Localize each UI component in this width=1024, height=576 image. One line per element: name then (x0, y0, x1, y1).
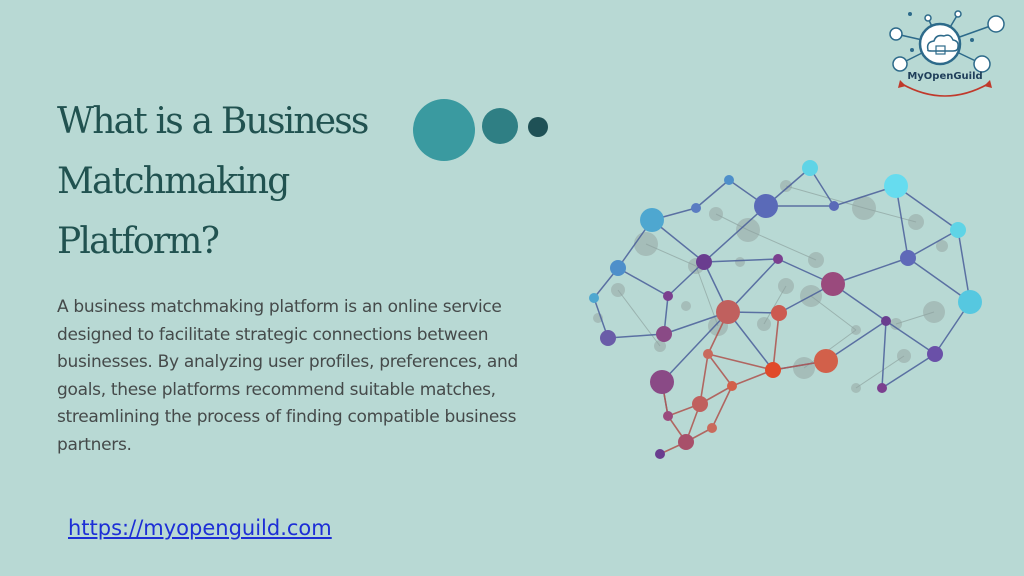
website-link[interactable]: https://myopenguild.com (68, 516, 332, 540)
dot-medium (482, 108, 518, 144)
logo-brand-text: MyOpenGuild (907, 71, 982, 82)
slide-body: A business matchmaking platform is an on… (57, 297, 519, 455)
decorative-dots-icon (413, 99, 548, 161)
myopenguild-logo-icon: MyOpenGuild (889, 10, 1005, 97)
dot-small (528, 117, 548, 137)
brain-network-illustration-icon (589, 160, 982, 459)
slide-title: What is a Business Matchmaking Platform? (57, 101, 369, 262)
dot-large (413, 99, 475, 161)
